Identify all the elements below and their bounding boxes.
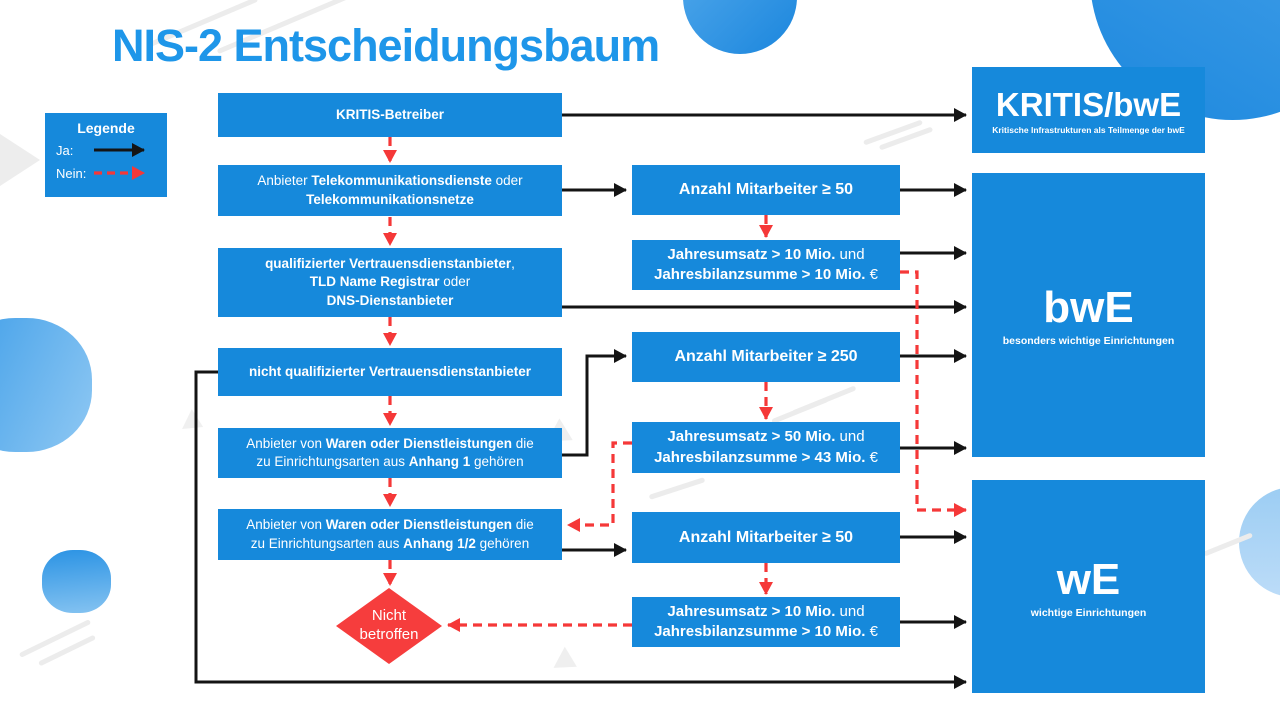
text-segment: , [511, 256, 515, 272]
page-title: NIS-2 Entscheidungsbaum [112, 20, 660, 71]
decorative-blob-top [683, 0, 797, 54]
text-segment: Jahresbilanzsumme > 10 Mio. [654, 266, 866, 283]
node-umsatz-10-top: Jahresumsatz > 10 Mio. und Jahresbilanzs… [632, 240, 900, 290]
node-mitarbeiter-250: Anzahl Mitarbeiter ≥ 250 [632, 332, 900, 382]
decorative-blob-right [1239, 487, 1280, 597]
text-segment: Jahresbilanzsumme > 10 Mio. [654, 623, 866, 640]
text-segment: Jahresumsatz > 50 Mio. [667, 428, 836, 446]
node-mitarbeiter-50-bottom: Anzahl Mitarbeiter ≥ 50 [632, 512, 900, 563]
node-telekommunikation: Anbieter Telekommunikationsdienste oder … [218, 165, 562, 216]
text-segment: DNS-Dienstanbieter [326, 292, 454, 308]
edge-no-umsatz10-to-we [900, 270, 967, 517]
result-bwe: bwE besonders wichtige Einrichtungen [972, 173, 1205, 457]
legend-title: Legende [77, 120, 135, 136]
text-segment: oder [439, 274, 471, 290]
node-umsatz-10-bottom: Jahresumsatz > 10 Mio. und Jahresbilanzs… [632, 597, 900, 647]
node-anhang-1-2-text: Anbieter von Waren oder Dienstleistungen… [246, 516, 534, 552]
legend-no-label: Nein: [56, 165, 87, 181]
node-anhang-1-text: Anbieter von Waren oder Dienstleistungen… [246, 435, 534, 471]
result-we-title: wE [1056, 554, 1121, 604]
text-segment: Waren oder Dienstleistungen [325, 435, 513, 451]
result-we-subtitle: wichtige Einrichtungen [1030, 606, 1147, 619]
decorative-blob-bottom-left [42, 550, 111, 613]
text-segment: € [865, 448, 878, 466]
node-umsatz-10-top-text: Jahresumsatz > 10 Mio. und Jahresbilanzs… [654, 245, 878, 285]
text-segment: Jahresumsatz > 10 Mio. [667, 245, 836, 263]
text-segment: und [835, 245, 865, 263]
legend-yes-row: Ja: [45, 141, 167, 159]
text-segment: zu Einrichtungsarten aus [256, 454, 409, 469]
decorative-stripe [18, 619, 92, 658]
node-kritis-betreiber-label: KRITIS-Betreiber [335, 106, 445, 122]
node-mitarbeiter-50-top-label: Anzahl Mitarbeiter ≥ 50 [678, 181, 854, 199]
legend-box: Legende Ja: Nein: [45, 113, 167, 197]
text-segment: oder [491, 173, 523, 189]
text-segment: € [865, 266, 878, 283]
text-segment: Waren oder Dienstleistungen [325, 517, 513, 533]
result-kritis-bwe-title: KRITIS/bwE [995, 85, 1182, 123]
text-segment: Nicht [371, 607, 407, 625]
legend-no-arrow-icon [94, 166, 145, 180]
legend-yes-label: Ja: [56, 142, 74, 158]
text-segment: zu Einrichtungsarten aus [250, 535, 404, 551]
node-nicht-qualifizierter-label: nicht qualifizierter Vertrauensdienstanb… [248, 363, 532, 379]
node-mitarbeiter-50-top: Anzahl Mitarbeiter ≥ 50 [632, 165, 900, 215]
text-segment: Telekommunikationsnetze [306, 191, 474, 207]
node-telekommunikation-text: Anbieter Telekommunikationsdienste oder … [257, 172, 522, 208]
text-segment: € [865, 623, 878, 640]
text-segment: betroffen [359, 626, 419, 643]
result-kritis-bwe-subtitle: Kritische Infrastrukturen als Teilmenge … [992, 124, 1185, 135]
node-mitarbeiter-250-label: Anzahl Mitarbeiter ≥ 250 [674, 348, 858, 366]
node-umsatz-10-bottom-text: Jahresumsatz > 10 Mio. und Jahresbilanzs… [654, 602, 878, 642]
text-segment: gehören [475, 535, 530, 551]
text-segment: Jahresbilanzsumme > 43 Mio. [654, 448, 866, 466]
node-qualifizierter-text: qualifizierter Vertrauensdienstanbieter,… [265, 255, 515, 309]
legend-no-row: Nein: [45, 164, 167, 182]
text-segment: gehören [470, 454, 524, 469]
result-bwe-subtitle: besonders wichtige Einrichtungen [1002, 335, 1175, 347]
text-segment: und [835, 428, 865, 446]
node-anhang-1-2: Anbieter von Waren oder Dienstleistungen… [218, 509, 562, 560]
text-segment: TLD Name Registrar [309, 274, 440, 290]
node-kritis-betreiber: KRITIS-Betreiber [218, 93, 562, 137]
node-qualifizierter-vertrauensdienstanbieter: qualifizierter Vertrauensdienstanbieter,… [218, 248, 562, 317]
text-segment: die [512, 435, 534, 451]
decorative-stripe [648, 477, 706, 500]
edge-no-umsatz50-to-anhang12 [567, 441, 632, 532]
node-nicht-betroffen-text: Nicht betroffen [360, 607, 419, 645]
node-umsatz-50: Jahresumsatz > 50 Mio. und Jahresbilanzs… [632, 422, 900, 473]
decorative-triangle [182, 409, 208, 437]
node-mitarbeiter-50-bottom-label: Anzahl Mitarbeiter ≥ 50 [678, 528, 854, 546]
result-bwe-title: bwE [1043, 283, 1134, 332]
node-nicht-betroffen: Nicht betroffen [336, 588, 442, 664]
text-segment: Jahresumsatz > 10 Mio. [667, 602, 836, 620]
decorative-triangle [0, 134, 40, 186]
text-segment: Anbieter von [246, 435, 326, 451]
node-umsatz-50-text: Jahresumsatz > 50 Mio. und Jahresbilanzs… [654, 427, 878, 467]
text-segment: Anbieter [257, 173, 312, 189]
decorative-stripe [771, 396, 829, 425]
text-segment: und [835, 602, 865, 620]
text-segment: qualifizierter Vertrauensdienstanbieter [265, 256, 512, 272]
result-we: wE wichtige Einrichtungen [972, 480, 1205, 693]
text-segment: die [512, 517, 534, 533]
text-segment: Anhang 1 [408, 454, 471, 469]
result-kritis-bwe: KRITIS/bwE Kritische Infrastrukturen als… [972, 67, 1205, 153]
text-segment: Anhang 1/2 [403, 535, 476, 551]
text-segment: Telekommunikationsdienste [311, 173, 492, 189]
node-nicht-qualifizierter-vertrauensdienstanbieter: nicht qualifizierter Vertrauensdienstanb… [218, 348, 562, 396]
text-segment: Anbieter von [246, 517, 326, 533]
decorative-blob-left [0, 318, 92, 452]
legend-yes-arrow-icon [94, 143, 145, 157]
node-anhang-1: Anbieter von Waren oder Dienstleistungen… [218, 428, 562, 478]
decorative-triangle [553, 646, 583, 678]
